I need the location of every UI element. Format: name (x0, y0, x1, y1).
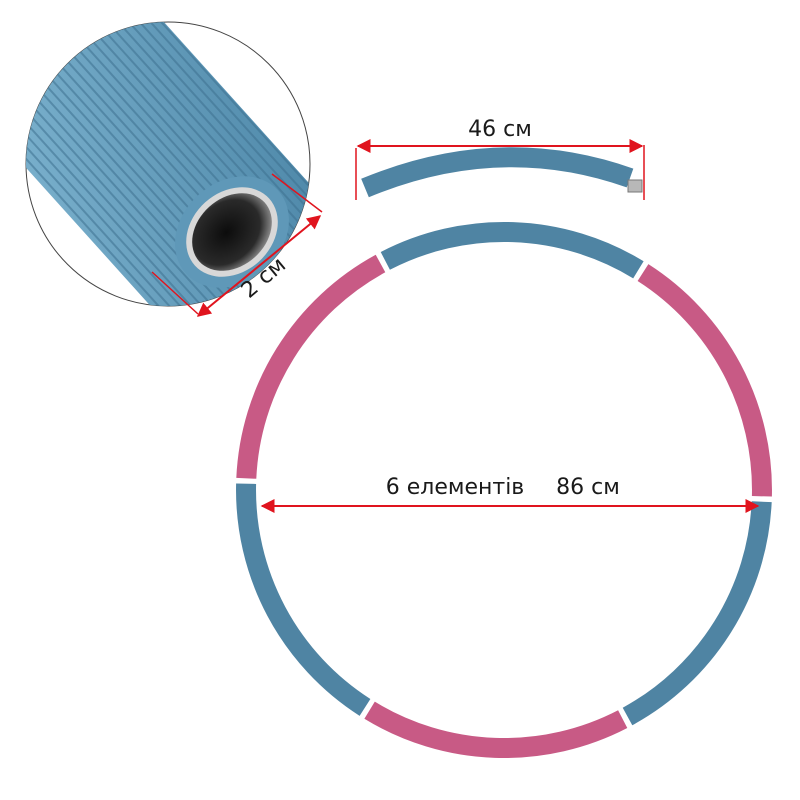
segment-bar (361, 147, 634, 198)
element-count-label: 6 елементів (386, 475, 525, 500)
hoop-segment (622, 501, 772, 726)
hoop-segment (380, 222, 644, 279)
segment-length-label: 46 см (468, 117, 532, 142)
hoop-diameter-label: 86 см (556, 475, 620, 500)
tube-diameter-arrow (196, 215, 322, 317)
hoop-diameter: 6 елементів 86 см (260, 475, 760, 513)
hoop (236, 222, 772, 758)
tube-crosssection-icon (26, 22, 310, 306)
hoop-segment (364, 701, 628, 758)
tube-closeup: 2 см (25, 21, 323, 317)
hoop-segment (637, 264, 772, 497)
single-segment: 46 см (355, 117, 645, 200)
segment-metal-tip (627, 179, 643, 193)
hoop-segment (236, 254, 386, 479)
hoop-segment (236, 483, 371, 716)
